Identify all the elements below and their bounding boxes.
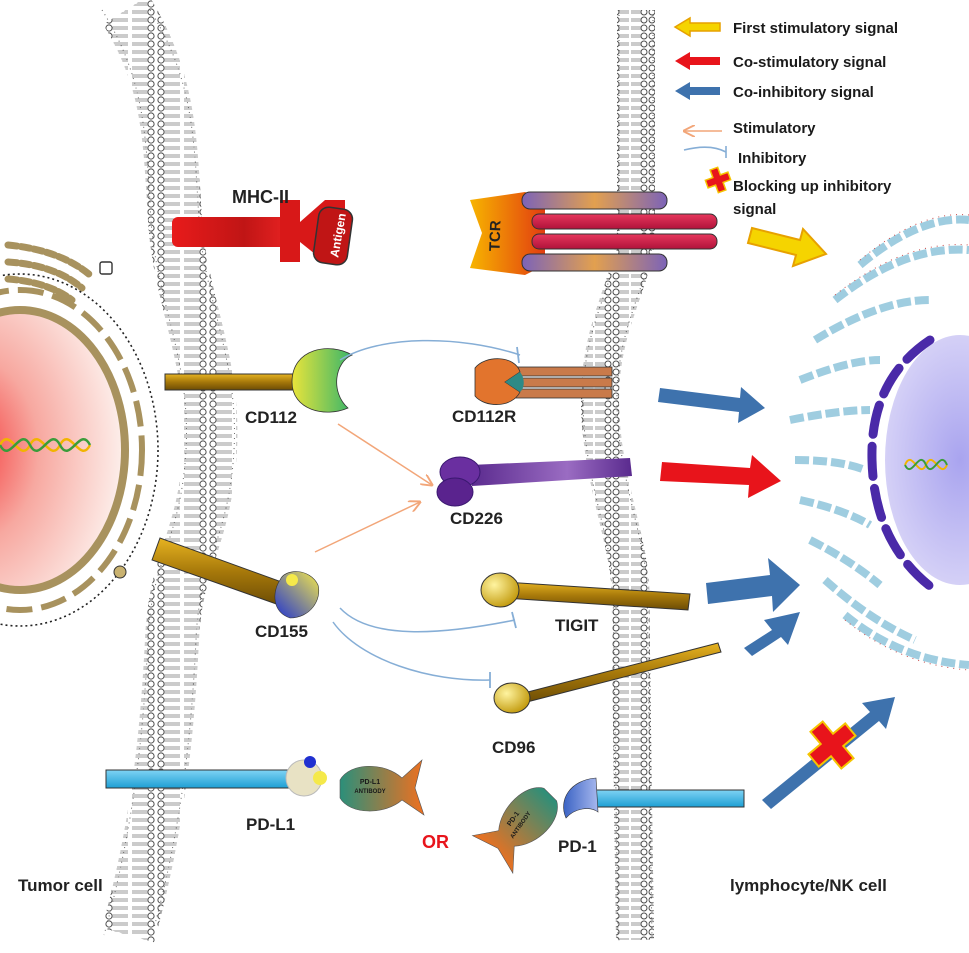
inhibitory-line-cd112-cd112r <box>339 339 521 361</box>
tumor-cell-label: Tumor cell <box>18 876 103 895</box>
cd226-molecule <box>436 456 632 507</box>
tcr-label: TCR <box>486 220 504 252</box>
tumor-cell <box>0 241 159 627</box>
tigit-label: TIGIT <box>555 616 599 635</box>
legend-inhibitory-line <box>683 146 727 158</box>
legend-first-stimulatory-arrow <box>673 16 721 38</box>
cd112r-molecule <box>474 358 613 405</box>
pd-1-antibody <box>471 787 558 875</box>
co-stimulatory-arrow-cd226 <box>660 455 781 498</box>
lymphocyte-nk-cell-label: lymphocyte/NK cell <box>730 876 887 895</box>
tumor-golgi <box>4 241 94 304</box>
pd-l1-antibody-label-1: PD-L1 <box>360 779 380 786</box>
tumor-cell-membrane <box>101 0 238 943</box>
legend-co-stimulatory-arrow <box>675 52 720 70</box>
pd-1-label: PD-1 <box>558 837 597 856</box>
cd155-molecule <box>151 537 320 619</box>
cd226-label: CD226 <box>450 509 503 528</box>
pd-l1-antibody-label-2: ANTIBODY <box>354 789 385 795</box>
co-inhibitory-arrow-tigit <box>706 558 800 612</box>
legend-blocking-text-1: Blocking up inhibitory <box>733 178 892 195</box>
cd155-label: CD155 <box>255 622 308 641</box>
legend-blocking-text-2: signal <box>733 201 776 218</box>
or-label: OR <box>422 832 449 852</box>
stimulatory-line-cd155-cd226 <box>314 502 420 553</box>
antigen <box>312 206 354 266</box>
co-inhibitory-arrow-cd96 <box>744 612 800 656</box>
mhc-ii-molecule <box>172 200 354 266</box>
cd112r-label: CD112R <box>452 407 516 426</box>
legend-stimulatory-text: Stimulatory <box>733 120 816 137</box>
cd96-label: CD96 <box>492 738 535 757</box>
tcr-complex <box>470 191 718 275</box>
lymphocyte-dna-icon <box>904 458 948 471</box>
legend-co-inhibitory-text: Co-inhibitory signal <box>733 84 874 101</box>
legend-inhibitory-text: Inhibitory <box>738 150 807 167</box>
pd-1-molecule <box>563 777 745 819</box>
blocking-cross-icon <box>807 720 857 770</box>
mhc-ii-label: MHC-II <box>232 187 289 207</box>
legend: First stimulatory signal Co-stimulatory … <box>673 16 898 218</box>
legend-first-stimulatory-text: First stimulatory signal <box>733 20 898 37</box>
stimulatory-line-cd112-cd226 <box>337 423 432 485</box>
co-inhibitory-arrow-cd112r <box>658 387 765 423</box>
legend-co-stimulatory-text: Co-stimulatory signal <box>733 54 886 71</box>
cd112-label: CD112 <box>245 408 297 427</box>
tumor-dna-icon <box>0 437 92 453</box>
pd-l1-label: PD-L1 <box>246 815 295 834</box>
tigit-molecule <box>480 572 691 611</box>
lymphocyte-cell <box>789 214 969 671</box>
legend-co-inhibitory-arrow <box>675 82 720 100</box>
cd112-molecule <box>164 348 353 413</box>
inhibitory-line-cd155-tigit <box>339 607 516 633</box>
first-stimulatory-arrow <box>746 226 828 268</box>
pd-l1-molecule <box>105 756 327 797</box>
inhibitory-line-cd155-cd96 <box>332 621 491 681</box>
cd96-molecule <box>493 642 722 714</box>
lymphocyte-nucleus <box>885 335 969 585</box>
pd-l1-antibody <box>339 759 425 816</box>
legend-blocking-cross-icon <box>704 166 732 194</box>
